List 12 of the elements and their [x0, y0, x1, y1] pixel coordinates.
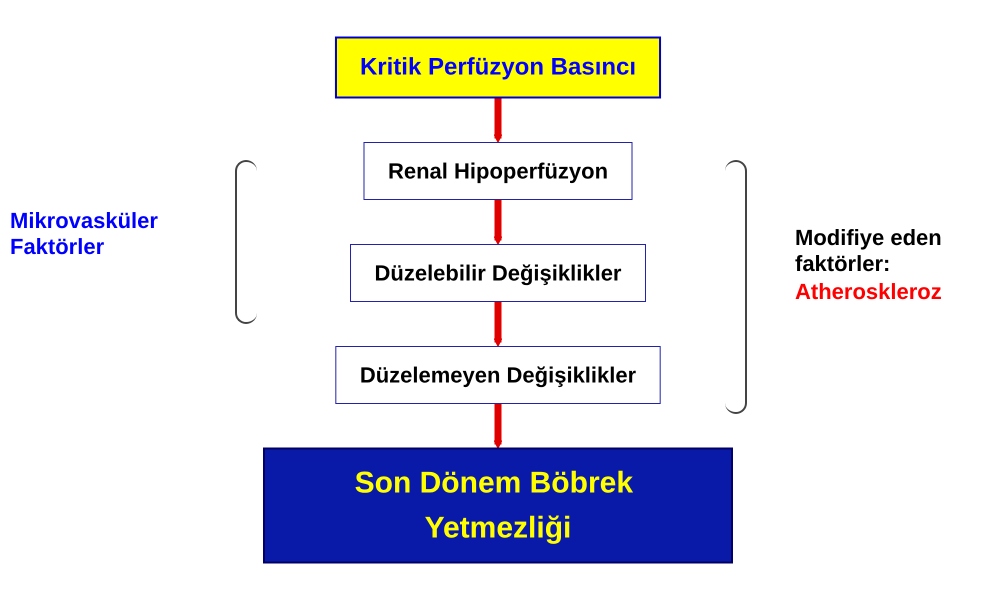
node-box: Düzelebilir Değişiklikler [350, 244, 646, 302]
arrow [493, 200, 502, 245]
side-note: Atheroskleroz [795, 279, 943, 305]
side-note: Mikrovasküler Faktörler [10, 208, 159, 260]
arrow [493, 404, 502, 449]
node-box: Renal Hipoperfüzyon [363, 142, 632, 200]
side-note: Modifiye eden faktörler: [795, 225, 943, 277]
node-box: Son Dönem Böbrek Yetmezliği [262, 448, 732, 564]
node-box: Düzelemeyen Değişiklikler [334, 346, 660, 404]
arrow [493, 302, 502, 347]
arrow [493, 98, 502, 143]
node-box: Kritik Perfüzyon Basıncı [334, 36, 661, 98]
